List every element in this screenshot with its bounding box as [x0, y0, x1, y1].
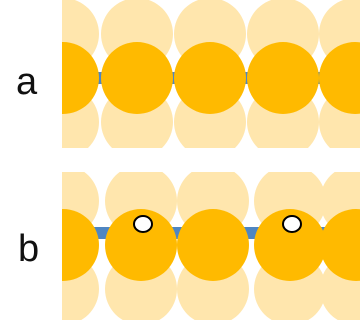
panel-b-label: b [18, 228, 40, 270]
atom [101, 42, 173, 114]
atom [62, 209, 99, 281]
atom [319, 42, 360, 114]
panel-a-label: a [16, 61, 38, 103]
atom [105, 209, 177, 281]
panel-b [62, 172, 360, 320]
atom [177, 209, 249, 281]
atom [62, 42, 99, 114]
atom [174, 42, 246, 114]
atom [247, 42, 319, 114]
atom [320, 209, 360, 281]
panel-a [62, 0, 360, 148]
vacancy-marker [282, 215, 302, 233]
vacancy-marker [133, 215, 153, 233]
atom [254, 209, 326, 281]
